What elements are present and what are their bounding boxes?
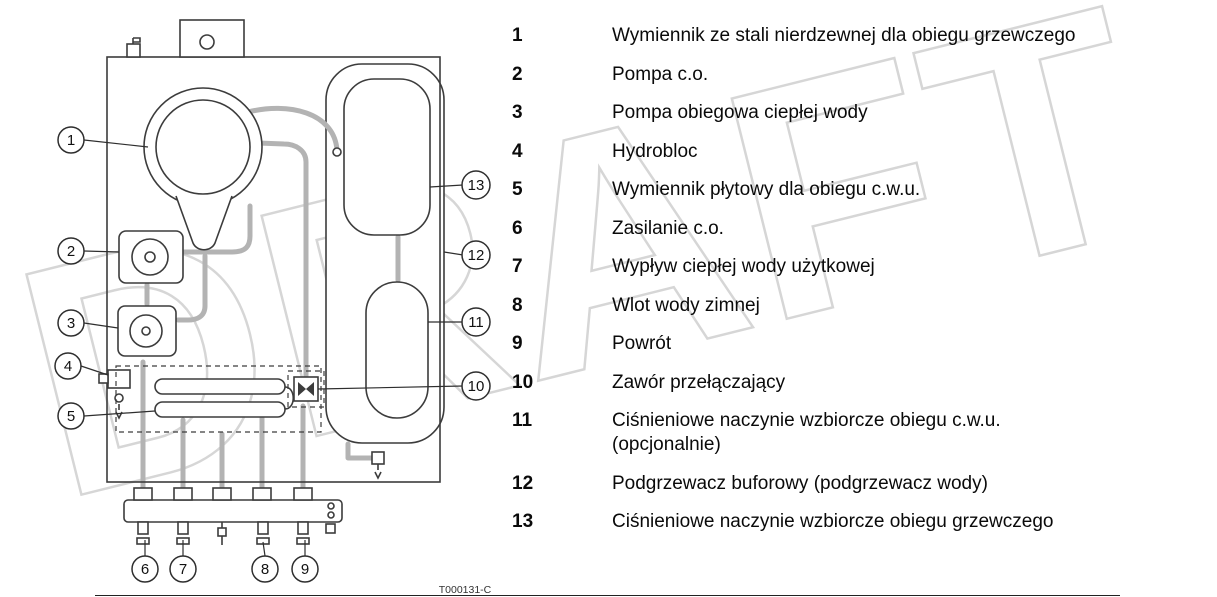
- legend-item: 8 Wlot wody zimnej: [512, 294, 1172, 318]
- legend-item-number: 5: [512, 179, 523, 200]
- legend-item-number: 9: [512, 333, 523, 354]
- callout-10-number: 10: [468, 378, 485, 395]
- hydrobloc: [98, 369, 131, 420]
- legend-item-label: Zasilanie c.o.: [612, 217, 724, 239]
- pump-dhw: [117, 305, 177, 357]
- legend-item-label: Pompa obiegowa ciepłej wody: [612, 102, 868, 123]
- legend-item-number: 2: [512, 63, 523, 85]
- callout-11-number: 11: [468, 314, 484, 331]
- legend-item-label: Podgrzewacz buforowy (podgrzewacz wody): [612, 472, 988, 494]
- callout-1-number: 1: [67, 132, 75, 149]
- legend-item-number: 1: [512, 25, 523, 46]
- leader-lines: [80, 139, 464, 557]
- legend-item-label: Wymiennik płytowy dla obiegu c.w.u.: [612, 179, 921, 200]
- callout-6-number: 6: [141, 561, 149, 578]
- legend-item-label: Wymiennik ze stali nierdzewnej dla obieg…: [612, 25, 1076, 46]
- expansion-vessel-heating: [332, 78, 431, 236]
- legend-item-label: Pompa c.o.: [612, 63, 709, 85]
- legend-item: 10 Zawór przełączający: [512, 371, 1172, 395]
- callout-3-number: 3: [67, 315, 75, 332]
- legend-item-number: 6: [512, 217, 523, 239]
- callout-12-number: 12: [468, 247, 485, 264]
- page-bottom-rule: [95, 595, 1120, 596]
- legend-item: 7 Wypływ ciepłej wody użytkowej: [512, 255, 1172, 279]
- legend-item-number: 4: [512, 140, 523, 162]
- legend-item: 2 Pompa c.o.: [512, 63, 1172, 87]
- legend-item-label: Powrót: [612, 333, 672, 354]
- plate-heat-exchanger: [115, 365, 322, 433]
- callout-1: 1: [57, 126, 85, 154]
- legend-item-label: Hydrobloc: [612, 140, 698, 162]
- legend: 1 Wymiennik ze stali nierdzewnej dla obi…: [512, 24, 1172, 549]
- figure-code: T000131-C: [439, 584, 492, 596]
- legend-item: 6 Zasilanie c.o.: [512, 217, 1172, 241]
- legend-item-label: Ciśnieniowe naczynie wzbiorcze obiegu c.…: [612, 410, 1001, 455]
- legend-item-number: 13: [512, 511, 534, 532]
- legend-item-number: 12: [512, 472, 534, 494]
- pump-co: [118, 230, 184, 284]
- legend-item: 4 Hydrobloc: [512, 140, 1172, 164]
- legend-item: 11 Ciśnieniowe naczynie wzbiorcze obiegu…: [512, 409, 1172, 457]
- callout-7-number: 7: [179, 561, 187, 578]
- connection-manifold: [123, 487, 343, 545]
- heat-exchanger: [143, 87, 263, 251]
- legend-item-label: Wlot wody zimnej: [612, 294, 760, 316]
- legend-item: 1 Wymiennik ze stali nierdzewnej dla obi…: [512, 24, 1172, 48]
- legend-item: 9 Powrót: [512, 332, 1172, 356]
- callout-8-number: 8: [261, 561, 269, 578]
- expansion-vessel-dhw: [365, 281, 429, 419]
- legend-item-number: 7: [512, 256, 523, 277]
- legend-item-number: 11: [512, 410, 533, 431]
- legend-item: 12 Podgrzewacz buforowy (podgrzewacz wod…: [512, 472, 1172, 496]
- callout-2-number: 2: [67, 243, 75, 260]
- callout-10: 10: [461, 371, 491, 401]
- legend-item-number: 8: [512, 294, 523, 316]
- callout-6: 6: [131, 555, 159, 583]
- callout-12: 12: [461, 240, 491, 270]
- callout-13: 13: [461, 170, 491, 200]
- flue-assembly: [126, 19, 245, 58]
- callout-2: 2: [57, 237, 85, 265]
- legend-item: 13 Ciśnieniowe naczynie wzbiorcze obiegu…: [512, 510, 1172, 534]
- boiler-cabinet-outline: [106, 56, 441, 483]
- callout-13-number: 13: [468, 177, 485, 194]
- callout-9: 9: [291, 555, 319, 583]
- legend-item-label: Ciśnieniowe naczynie wzbiorcze obiegu gr…: [612, 511, 1054, 532]
- legend-item-number: 3: [512, 102, 523, 123]
- callout-3: 3: [57, 309, 85, 337]
- callout-4-number: 4: [64, 358, 72, 375]
- legend-item-number: 10: [512, 371, 534, 393]
- legend-item: 3 Pompa obiegowa ciepłej wody: [512, 101, 1172, 125]
- legend-item-label: Zawór przełączający: [612, 371, 786, 393]
- callout-5-number: 5: [67, 408, 75, 425]
- drain-tap: [371, 451, 385, 480]
- legend-item-label: Wypływ ciepłej wody użytkowej: [612, 256, 875, 277]
- callout-11: 11: [461, 307, 491, 337]
- callout-4: 4: [54, 352, 82, 380]
- boiler-diagram: 1 2 3 4 5 6 7 8 9 10 11 12: [0, 0, 505, 597]
- legend-item: 5 Wymiennik płytowy dla obiegu c.w.u.: [512, 178, 1172, 202]
- callout-7: 7: [169, 555, 197, 583]
- callout-8: 8: [251, 555, 279, 583]
- callout-9-number: 9: [301, 561, 309, 578]
- callout-5: 5: [57, 402, 85, 430]
